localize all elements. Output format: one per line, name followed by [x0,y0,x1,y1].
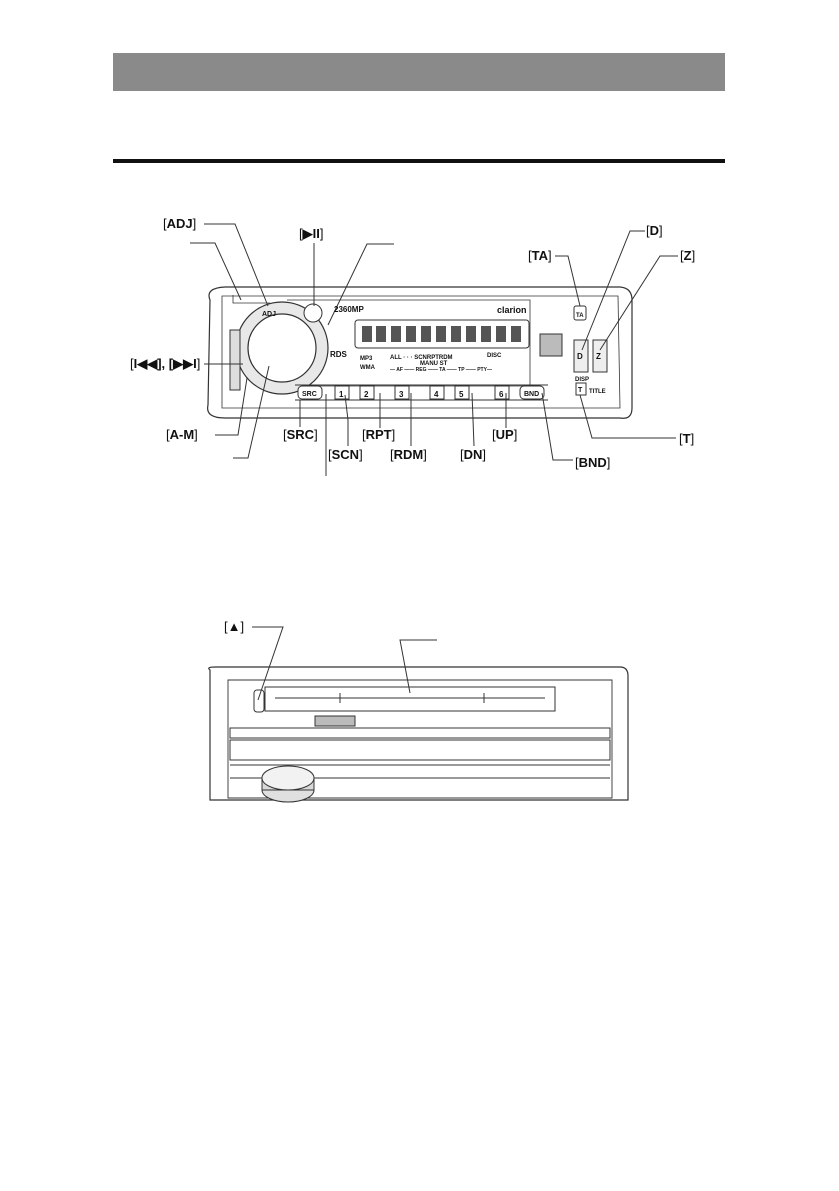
rotary-knob [247,313,317,383]
header-bar [113,53,725,91]
callout-scn: [SCN] [328,447,363,462]
t-button-text[interactable]: T [578,387,583,394]
brand-text: clarion [497,305,527,315]
lcd-segments [362,326,521,342]
disc-logo-area [539,333,563,357]
detached-knob [261,765,315,803]
play-pause-button-shape [303,303,323,323]
callout-lines-figure2 [252,626,437,701]
disc-label: DISC [487,353,502,359]
lcd-display [354,319,530,349]
callout-eject: [▲] [224,619,245,634]
wma-label: WMA [360,365,375,371]
d-button-shape [573,339,589,373]
callout-rpt: [RPT] [362,427,396,442]
callout-adj: [ADJ] [163,216,197,231]
d-button-text[interactable]: D [577,352,583,361]
preset-5-text[interactable]: 5 [459,390,464,399]
model-text: 2360MP [334,305,364,314]
callout-prev-next: [I◀◀], [▶▶I] [130,356,201,371]
callout-dn: [DN] [460,447,487,462]
mp3-label: MP3 [360,356,373,362]
preset-6-text[interactable]: 6 [499,390,504,399]
preset-4-text[interactable]: 4 [434,390,439,399]
rds-label: RDS [330,350,347,359]
z-button-shape [592,339,608,373]
display-line3: — AF —— REG —— TA —— TP —— PTY— [390,367,492,373]
callout-lines-figure1 [190,223,678,476]
preset-buttons [297,385,545,400]
callout-rdm: [RDM] [390,447,427,462]
callout-z: [Z] [680,248,696,263]
callout-d: [D] [646,223,663,238]
display-line2: MANU ST [420,361,448,367]
adj-button-text[interactable]: ADJ [262,311,277,318]
callout-play-pause: [▶II] [299,226,324,241]
display-line1: ALL · · · SCNRPTRDM [390,355,453,361]
callout-ta: [TA] [528,248,552,263]
callout-bnd: [BND] [575,455,611,470]
left-button-strip [229,329,241,391]
title-label: TITLE [589,389,606,395]
chassis-outline [208,666,629,801]
z-button-text[interactable]: Z [596,352,601,361]
disp-label: DISP [575,377,590,383]
ta-button-text[interactable]: TA [576,313,584,319]
preset-1-text[interactable]: 1 [339,390,344,399]
callout-t: [T] [679,431,695,446]
disc-slot [264,686,556,712]
callout-am: [A-M] [166,427,198,442]
preset-2-text[interactable]: 2 [364,390,369,399]
callout-up: [UP] [492,427,518,442]
src-button-text[interactable]: SRC [302,391,317,398]
eject-button-shape [253,689,265,713]
preset-3-text[interactable]: 3 [399,390,404,399]
bnd-button-text[interactable]: BND [524,391,540,398]
t-button-shape [575,382,587,396]
section-rule [113,159,725,163]
callout-src: [SRC] [283,427,318,442]
